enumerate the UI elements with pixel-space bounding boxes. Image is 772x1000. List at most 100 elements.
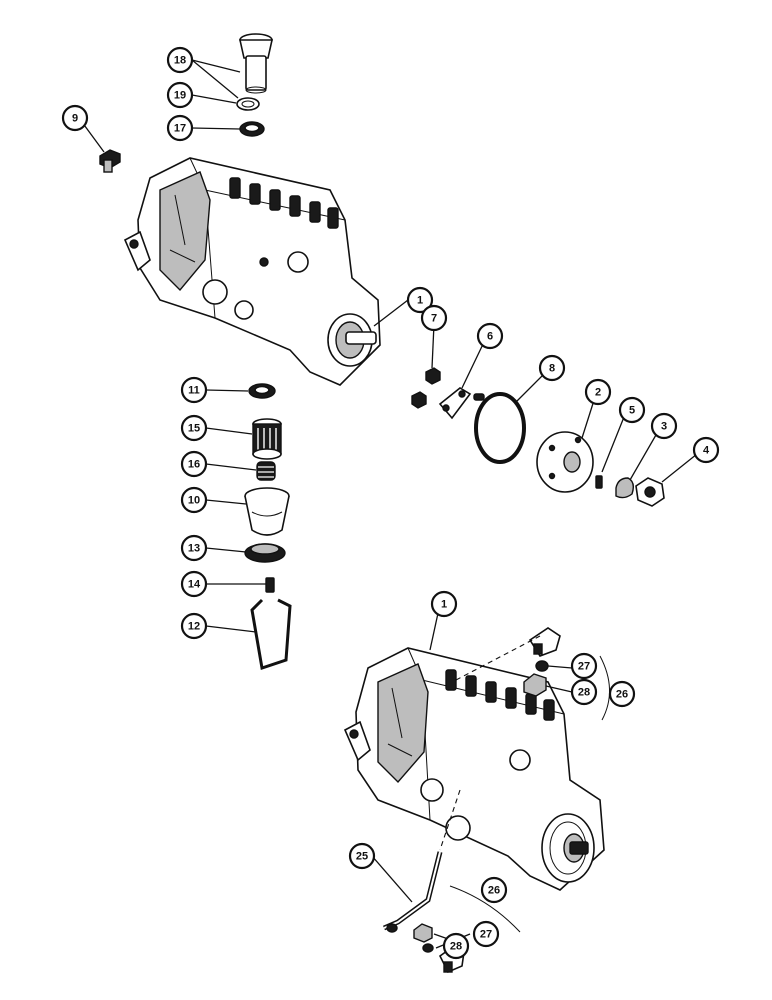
callout-circle [618,396,646,424]
callout-number: 10 [188,495,200,507]
nut-4 [635,477,665,507]
callout-number: 18 [174,55,186,67]
fuel-line-25 [383,851,443,933]
callout-number: 1 [441,599,447,611]
callout-circle [180,376,208,404]
callout-number: 13 [188,543,200,555]
callout-circle [180,450,208,478]
callout-14-c14: 14 [180,570,208,598]
callout-number: 12 [188,621,200,633]
bolt-part [99,149,121,173]
callout-12-c12: 12 [180,612,208,640]
callout-number: 9 [72,113,78,125]
nut-7-pair [411,367,441,409]
callout-number: 4 [703,445,710,457]
callout-number: 8 [549,363,555,375]
callout-circle [166,114,194,142]
callout-number: 1 [417,295,423,307]
callout-19-c19: 19 [166,81,194,109]
callout-10-c10: 10 [180,486,208,514]
callout-circle [166,81,194,109]
bracket-26-top [599,655,611,721]
delivery-valve-row [229,177,339,229]
washer-11 [248,383,276,399]
callout-number: 27 [480,929,492,941]
bail-12 [250,598,292,670]
callout-8-c8: 8 [538,354,566,382]
callout-circle [430,590,458,618]
callout-circle [692,436,720,464]
callout-number: 16 [188,459,200,471]
callout-3-c3: 3 [650,412,678,440]
callout-16-c16: 16 [180,450,208,478]
callout-5-c5: 5 [618,396,646,424]
callout-circle [442,932,470,960]
elbow-fitting-top [528,627,561,657]
o-ring-8 [474,392,526,464]
callout-number: 25 [356,851,368,863]
callout-number: 15 [188,423,200,435]
callout-circle [584,378,612,406]
callout-number: 6 [487,331,493,343]
callout-9-c9: 9 [61,104,89,132]
primer-pump-washer [239,121,265,137]
callout-circle [180,570,208,598]
callout-circle [180,486,208,514]
callout-1-c1b: 1 [430,590,458,618]
callout-26-c26b: 26 [480,876,508,904]
callout-number: 26 [488,885,500,897]
hub-plate-2 [536,431,594,493]
callout-number: 14 [188,579,201,591]
callout-number: 5 [629,405,635,417]
callout-2-c2: 2 [584,378,612,406]
injection-pump-lower [343,647,605,891]
lock-plate-6 [438,387,485,420]
callout-number: 28 [450,941,462,953]
callout-number: 19 [174,90,186,102]
callout-27-c27b: 27 [472,920,500,948]
callout-circle [180,612,208,640]
callout-13-c13: 13 [180,534,208,562]
callout-28-c28b: 28 [442,932,470,960]
callout-25-c25: 25 [348,842,376,870]
callout-circle [608,680,636,708]
callout-number: 11 [188,385,200,397]
bracket-26-bottom [449,885,521,933]
key-5 [595,475,603,489]
callout-28-c28a: 28 [570,678,598,706]
callout-7-c7: 7 [420,304,448,332]
callout-number: 3 [661,421,667,433]
callout-circle [180,534,208,562]
filter-element-15 [252,418,282,460]
callout-circle [570,652,598,680]
callout-number: 7 [431,313,437,325]
callout-circle [420,304,448,332]
assembly-line-bottom [439,789,461,851]
filter-bowl-10 [244,487,290,536]
seal-27-top [535,660,549,672]
banjo-bolt-28-bottom [413,923,433,943]
callout-15-c15: 15 [180,414,208,442]
callout-circle [348,842,376,870]
seal-27-bottom [422,943,434,953]
callout-11-c11: 11 [180,376,208,404]
callout-6-c6: 6 [476,322,504,350]
spring-16 [256,461,276,481]
callout-circle [480,876,508,904]
callout-circle [570,678,598,706]
callout-number: 28 [578,687,590,699]
lock-washer-3 [615,477,635,499]
assembly-line-top [455,635,541,681]
callout-26-c26a: 26 [608,680,636,708]
screw-14 [265,577,275,593]
callout-circle [166,46,194,74]
gasket-13 [244,543,286,563]
callout-18-c18: 18 [166,46,194,74]
callout-1-c1a: 1 [406,286,434,314]
callout-circle [538,354,566,382]
callout-circle [472,920,500,948]
callout-circle [476,322,504,350]
injection-pump-upper [123,157,381,386]
